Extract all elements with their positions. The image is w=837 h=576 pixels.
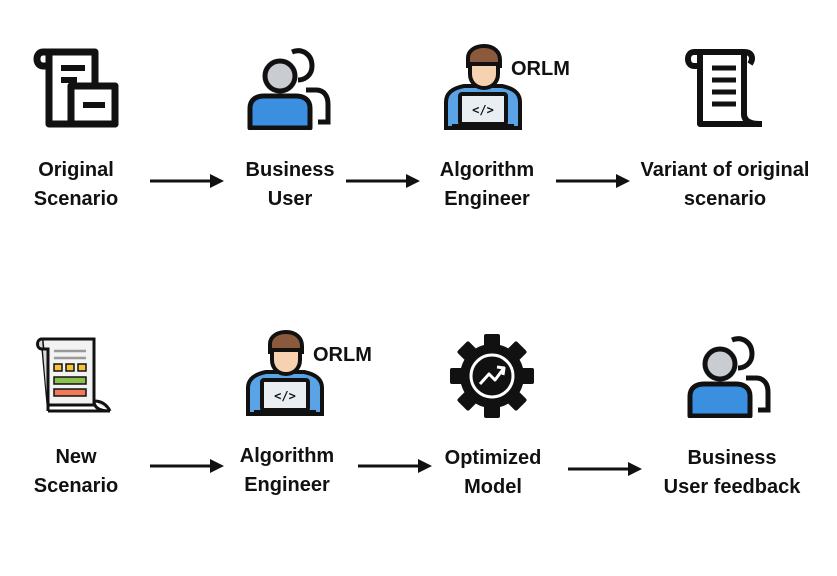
business-user-icon bbox=[687, 336, 771, 418]
business-feedback-label: Business User feedback bbox=[663, 447, 801, 498]
arrow-5 bbox=[358, 459, 432, 473]
optimized-model-label: Optimized Model bbox=[444, 447, 542, 498]
document-scroll-icon bbox=[33, 48, 119, 128]
developer-laptop-icon: </> bbox=[444, 44, 522, 130]
developer-laptop-icon: </> bbox=[246, 330, 324, 416]
arrow-3 bbox=[556, 174, 630, 188]
arrow-4 bbox=[150, 459, 224, 473]
arrow-2 bbox=[346, 174, 420, 188]
algorithm-engineer-label: Algorithm Engineer bbox=[439, 159, 535, 210]
colored-report-icon bbox=[36, 337, 112, 413]
business-user-label: Business User bbox=[245, 159, 335, 210]
business-user-icon bbox=[247, 48, 331, 130]
text-document-icon bbox=[685, 49, 762, 127]
original-scenario-label: Original Scenario bbox=[33, 159, 119, 210]
new-scenario-label: New Scenario bbox=[33, 446, 119, 497]
orlm-tag: ORLM bbox=[511, 58, 570, 80]
svg-text:</>: </> bbox=[274, 389, 296, 403]
gear-chart-icon bbox=[450, 334, 534, 418]
svg-text:</>: </> bbox=[472, 103, 494, 117]
orlm-tag: ORLM bbox=[313, 344, 372, 366]
algorithm-engineer-label: Algorithm Engineer bbox=[239, 445, 335, 496]
arrow-1 bbox=[150, 174, 224, 188]
variant-scenario-label: Variant of original scenario bbox=[640, 159, 810, 210]
arrow-6 bbox=[568, 462, 642, 476]
